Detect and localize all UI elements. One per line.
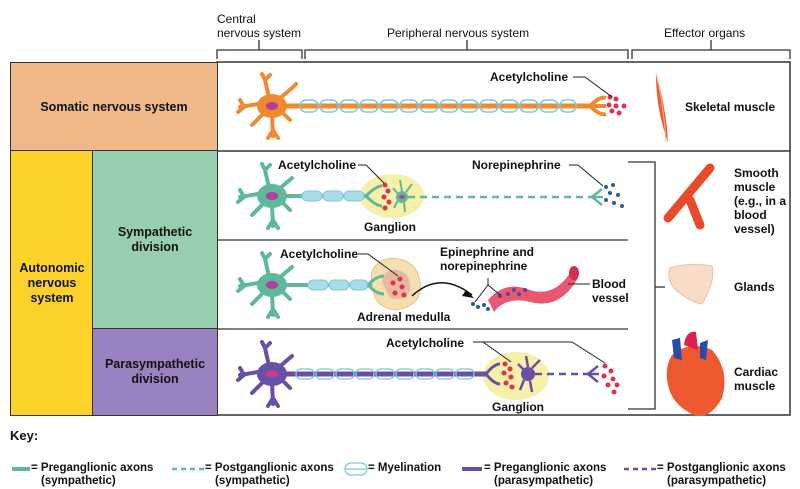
- smooth-muscle-vessel-icon: [663, 163, 715, 230]
- key-sub: (sympathetic): [41, 475, 116, 487]
- label-symp-acetylcholine: Acetylcholine: [278, 158, 357, 172]
- key-item-myelination: = Myelination: [368, 462, 441, 475]
- effector-glands: Glands: [734, 280, 775, 294]
- label-epinephrine: Epinephrine and norepinephrine: [440, 245, 535, 273]
- pns-bracket: [304, 49, 629, 59]
- parasympathetic-neuron: [236, 340, 620, 408]
- key-swatches: [12, 462, 656, 476]
- key-sub: (parasympathetic): [494, 475, 594, 487]
- glands-icon: [668, 263, 714, 305]
- header-effector: Effector organs: [664, 26, 746, 40]
- somatic-acetylcholine: [606, 94, 627, 116]
- key-item-para-pre: = Preganglionic axons (parasympathetic): [484, 462, 606, 488]
- label-symp-ganglion: Ganglion: [364, 220, 416, 234]
- norepinephrine-dots: [604, 183, 624, 208]
- key-label: = Preganglionic axons: [31, 462, 154, 474]
- key-item-para-post: = Postganglionic axons (parasympathetic): [657, 462, 786, 488]
- somatic-neuron: [236, 72, 627, 140]
- header-brackets: [216, 40, 791, 59]
- somatic-myelin: [299, 99, 577, 113]
- key-item-symp-pre: = Preganglionic axons (sympathetic): [31, 462, 153, 488]
- key-title: Key:: [10, 428, 39, 443]
- label-norepinephrine: Norepinephrine: [472, 158, 561, 172]
- key-label: = Preganglionic axons: [484, 462, 607, 474]
- label-blood-vessel: Blood vessel: [592, 277, 629, 305]
- key-sub: (parasympathetic): [667, 475, 767, 487]
- heart-icon: [666, 331, 725, 416]
- key-label: = Postganglionic axons: [657, 462, 786, 474]
- label-adrenal-medulla: Adrenal medulla: [357, 310, 451, 324]
- label-somatic-acetylcholine: Acetylcholine: [490, 70, 569, 84]
- label-para-acetylcholine: Acetylcholine: [386, 336, 465, 350]
- label-adrenal-acetylcholine: Acetylcholine: [280, 247, 359, 261]
- row-sympathetic: Sympathetic division: [92, 150, 218, 330]
- row-somatic: Somatic nervous system: [10, 62, 218, 152]
- autonomic-effector-bracket: [628, 161, 656, 410]
- row-autonomic: Autonomic nervous system: [10, 150, 94, 416]
- symp-ganglion: [360, 174, 424, 218]
- sympathetic-neuron-2: [236, 251, 590, 319]
- key-label: = Myelination: [368, 462, 442, 474]
- effector-cardiac: Cardiac muscle: [734, 365, 779, 393]
- effector-skeletal: Skeletal muscle: [685, 100, 776, 114]
- label-para-ganglion: Ganglion: [492, 400, 544, 414]
- effector-smooth: Smooth muscle (e.g., in a blood vessel): [734, 166, 787, 236]
- cns-bracket: [216, 49, 303, 59]
- skeletal-muscle-icon: [655, 73, 668, 143]
- header-cns: Central nervous system: [217, 12, 302, 40]
- sympathetic-neuron-1: [236, 162, 624, 230]
- key-label: = Postganglionic axons: [205, 462, 334, 474]
- key-sub: (sympathetic): [215, 475, 290, 487]
- row-parasympathetic: Parasympathetic division: [92, 328, 218, 416]
- header-pns: Peripheral nervous system: [387, 26, 530, 40]
- blood-vessel-shape: [488, 270, 578, 312]
- key-item-symp-post: = Postganglionic axons (sympathetic): [205, 462, 334, 488]
- effector-bracket: [631, 49, 791, 59]
